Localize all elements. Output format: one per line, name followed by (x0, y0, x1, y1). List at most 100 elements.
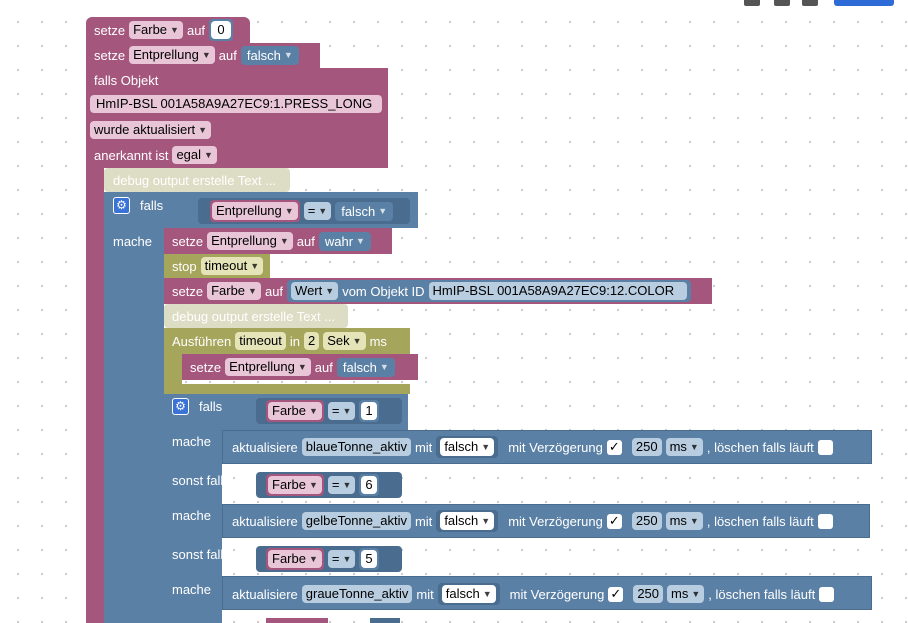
number-field[interactable]: 5 (361, 550, 377, 568)
checkmark-icon[interactable]: ✓ (606, 513, 622, 529)
number-block[interactable]: 6 (359, 474, 379, 496)
clear-checkbox[interactable] (817, 439, 833, 455)
variable-block[interactable]: Farbe▼ (266, 548, 324, 570)
debug-block[interactable] (104, 168, 290, 192)
to-label: auf (264, 283, 284, 299)
to-label: auf (186, 22, 206, 38)
chevron-down-icon: ▼ (279, 236, 289, 246)
amount-field[interactable]: 2 (304, 332, 320, 350)
chevron-down-icon: ▼ (297, 362, 307, 372)
variable-dropdown[interactable]: Entprellung▼ (129, 46, 215, 64)
delay-ms-field[interactable]: 250 (631, 512, 662, 530)
timeout-block[interactable] (164, 328, 410, 354)
boolean-block[interactable]: falsch▼ (437, 583, 500, 605)
debug-block[interactable] (164, 304, 348, 328)
trigger-title: falls Objekt (94, 72, 159, 88)
do-label: mache (172, 433, 212, 449)
timeout-left-bar (164, 354, 182, 384)
gear-icon[interactable]: ⚙ (113, 196, 130, 214)
operator-dropdown[interactable]: =▼ (327, 476, 356, 494)
checkmark-icon[interactable]: ✓ (608, 586, 624, 602)
gear-icon[interactable]: ⚙ (172, 397, 189, 415)
number-block[interactable]: 1 (359, 400, 379, 422)
boolean-block[interactable]: falsch▼ (240, 45, 299, 65)
run-button[interactable] (834, 0, 894, 6)
variable-block[interactable]: Entprellung▼ (210, 200, 300, 222)
chevron-down-icon: ▼ (691, 589, 701, 599)
number-block[interactable]: 0 (209, 19, 234, 41)
debug-label: debug output erstelle Text ... (113, 172, 277, 188)
if-farbe-left-bar (164, 430, 222, 623)
ms-label: ms (369, 333, 387, 349)
variable-dropdown[interactable]: Entprellung▼ (225, 358, 311, 376)
operator-dropdown[interactable]: =▼ (303, 202, 332, 220)
variable-dropdown[interactable]: Farbe▼ (207, 282, 261, 300)
next-number-block-partial[interactable] (370, 618, 400, 623)
to-label: auf (314, 359, 333, 375)
number-field[interactable]: 0 (211, 21, 232, 39)
object-id-field[interactable]: HmIP-BSL 001A58A9A27EC9:1.PRESS_LONG (90, 95, 382, 113)
operator-dropdown[interactable]: =▼ (327, 402, 356, 420)
chevron-down-icon: ▼ (342, 406, 352, 416)
variable-dropdown[interactable]: Farbe▼ (129, 21, 183, 39)
get-value-block[interactable]: Wert▼ vom Objekt ID HmIP-BSL 001A58A9A27… (287, 280, 691, 302)
update-label: aktualisiere (232, 513, 298, 529)
object-id-field[interactable]: HmIP-BSL 001A58A9A27EC9:12.COLOR (428, 282, 687, 300)
chevron-down-icon: ▼ (318, 206, 328, 216)
chevron-down-icon: ▼ (481, 516, 491, 526)
boolean-block[interactable]: falsch▼ (436, 510, 499, 532)
toolbar-fragment (738, 0, 908, 8)
boolean-block[interactable]: falsch▼ (336, 357, 395, 377)
number-field[interactable]: 1 (361, 402, 377, 420)
clear-checkbox[interactable] (819, 586, 835, 602)
unit-dropdown[interactable]: ms▼ (665, 438, 703, 456)
chevron-down-icon: ▼ (250, 261, 260, 271)
chevron-down-icon: ▼ (689, 442, 699, 452)
variable-block[interactable]: Farbe▼ (266, 400, 324, 422)
timeout-name-field[interactable]: timeout (235, 332, 286, 350)
number-field[interactable]: 6 (361, 476, 377, 494)
chevron-down-icon: ▼ (308, 406, 318, 416)
unit-dropdown[interactable]: ms▼ (667, 585, 705, 603)
timeout-dropdown[interactable]: timeout▼ (200, 257, 264, 275)
export-icon[interactable] (744, 0, 760, 6)
chevron-down-icon: ▼ (689, 516, 699, 526)
chevron-down-icon: ▼ (283, 50, 293, 60)
do-label: mache (172, 581, 212, 597)
operator-dropdown[interactable]: =▼ (327, 550, 356, 568)
chevron-down-icon: ▼ (170, 25, 179, 35)
set-label: setze (172, 283, 204, 299)
ack-dropdown[interactable]: egal▼ (172, 146, 217, 164)
elseif-label: sonst falls (172, 546, 230, 562)
delay-ms-field[interactable]: 250 (631, 438, 662, 456)
set-label: setze (94, 22, 126, 38)
boolean-block[interactable]: falsch▼ (436, 436, 499, 458)
update-label: aktualisiere (232, 586, 298, 602)
boolean-block[interactable]: wahr▼ (318, 231, 371, 251)
clear-running-label: , löschen falls läuft (706, 439, 814, 455)
with-label: mit (416, 586, 434, 602)
target-object-field[interactable]: blaueTonne_aktiv (301, 438, 411, 456)
check-script-icon[interactable] (774, 0, 790, 6)
chevron-down-icon: ▼ (342, 554, 352, 564)
flag-icon[interactable] (802, 0, 818, 6)
boolean-block[interactable]: falsch▼ (335, 201, 394, 221)
trigger-block[interactable] (86, 68, 388, 168)
timeout-bottom-bar (164, 384, 410, 394)
variable-block[interactable]: Farbe▼ (266, 474, 324, 496)
execute-label: Ausführen (172, 333, 232, 349)
variable-dropdown[interactable]: Entprellung▼ (207, 232, 293, 250)
unit-dropdown[interactable]: ms▼ (665, 512, 703, 530)
event-dropdown[interactable]: wurde aktualisiert▼ (90, 121, 212, 139)
target-object-field[interactable]: graueTonne_aktiv (301, 585, 413, 603)
target-object-field[interactable]: gelbeTonne_aktiv (301, 512, 411, 530)
set-label: setze (172, 233, 204, 249)
checkmark-icon[interactable]: ✓ (606, 439, 622, 455)
next-condition-block-partial[interactable] (266, 618, 328, 623)
delay-ms-field[interactable]: 250 (633, 585, 664, 603)
chevron-down-icon: ▼ (308, 554, 318, 564)
unit-dropdown[interactable]: Sek▼ (323, 332, 366, 350)
elseif-label: sonst falls (172, 472, 230, 488)
number-block[interactable]: 5 (359, 548, 379, 570)
clear-checkbox[interactable] (817, 513, 833, 529)
